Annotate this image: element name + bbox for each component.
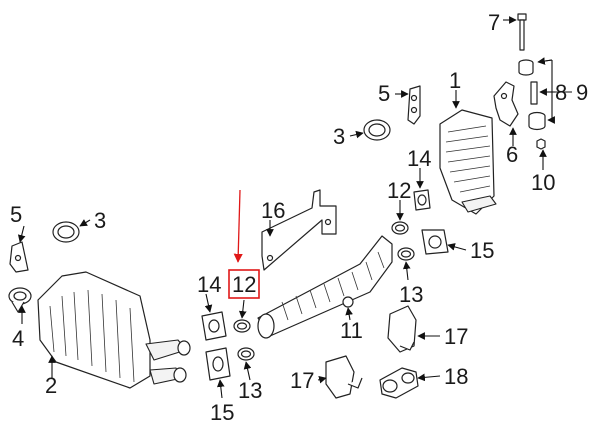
- callout-6: 6: [506, 142, 518, 167]
- leader-lines: [17, 16, 572, 399]
- callout-labels: 7 8 9 1 5 3 6 10 14 12 15 13 16 11 5 3 4…: [10, 10, 588, 425]
- clamp-part-3-right: [363, 119, 391, 141]
- seal-ring-part-13-right: [397, 247, 415, 261]
- gasket-part-15-left: [205, 347, 231, 381]
- callout-5-left: 5: [10, 202, 22, 227]
- gasket-part-14-left: [201, 311, 227, 341]
- callout-15-right: 15: [470, 238, 494, 263]
- muffler-part-1: [439, 109, 497, 215]
- callout-8: 8: [555, 80, 567, 105]
- callout-7: 7: [488, 10, 500, 35]
- bracket-part-6: [493, 81, 519, 127]
- clamp-part-3-left: [52, 221, 80, 243]
- highlight-callout: [228, 189, 260, 299]
- bracket-part-5-right: [407, 85, 421, 125]
- valve-part-18: [379, 367, 419, 399]
- callout-11: 11: [340, 318, 363, 343]
- bracket-part-5-left: [9, 241, 29, 273]
- actuator-part-17-lower: [325, 355, 363, 399]
- callout-17-upper: 17: [444, 324, 468, 349]
- callout-16: 16: [261, 198, 285, 223]
- callout-4: 4: [12, 326, 24, 351]
- callout-2: 2: [45, 373, 57, 398]
- rubber-mount-top: [518, 59, 534, 76]
- callout-12-highlighted: 12: [232, 272, 256, 297]
- callout-5-right: 5: [378, 81, 390, 106]
- callout-3-right: 3: [333, 124, 345, 149]
- gasket-part-14-right: [413, 189, 431, 211]
- callout-10: 10: [531, 170, 555, 195]
- callout-3-left: 3: [94, 208, 106, 233]
- muffler-part-2: [37, 271, 191, 389]
- callout-14-left: 14: [197, 272, 221, 297]
- actuator-part-17-upper: [387, 305, 417, 353]
- bracket-part-16: [261, 189, 337, 271]
- callout-1: 1: [449, 68, 461, 93]
- gasket-part-15-right: [421, 229, 449, 255]
- seal-ring-part-12-left: [233, 319, 251, 333]
- muffler-part-11: [257, 235, 393, 339]
- callout-15-left: 15: [210, 400, 234, 425]
- callout-9: 9: [576, 80, 588, 105]
- callout-13-left: 13: [238, 378, 262, 403]
- callout-13-right: 13: [399, 282, 423, 307]
- seal-ring-part-12-right: [391, 221, 409, 235]
- callout-12-right: 12: [387, 178, 411, 203]
- callout-17-lower: 17: [290, 368, 314, 393]
- callout-18: 18: [444, 364, 468, 389]
- hanger-part-4: [8, 287, 32, 313]
- bolt-part-7: [517, 13, 527, 51]
- sleeve-part-8: [530, 81, 538, 105]
- callout-14-right: 14: [407, 146, 431, 171]
- rubber-mount-bottom: [528, 111, 546, 131]
- seal-ring-part-13-left: [237, 347, 255, 361]
- nut-part-10: [536, 138, 546, 150]
